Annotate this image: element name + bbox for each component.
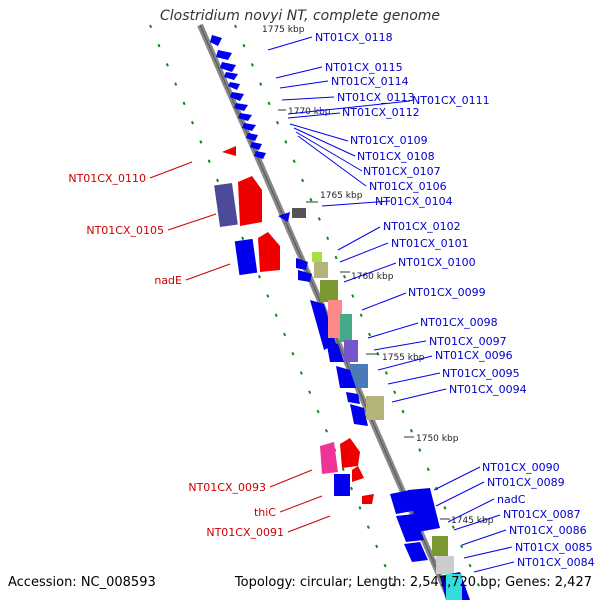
gene-label-0108: NT01CX_0108 — [357, 150, 435, 163]
accession-text: Accession: NC_008593 — [8, 575, 156, 590]
scale-label-1765: 1765 kbp — [320, 191, 363, 201]
gene-block-nade-b — [258, 232, 280, 272]
gene-label-0091: NT01CX_0091 — [206, 526, 284, 539]
gene-block-0105a — [214, 182, 238, 228]
gene-arrow-0110 — [222, 146, 236, 156]
gene-block-thic-a — [340, 438, 360, 468]
scale-label-1760: 1760 kbp — [351, 272, 394, 282]
gene-label-0090: NT01CX_0090 — [482, 461, 560, 474]
gene-label-0085: NT01CX_0085 — [515, 541, 593, 554]
gene-label-0114: NT01CX_0114 — [331, 75, 409, 88]
scale-label-1750: 1750 kbp — [416, 434, 459, 444]
gene-label-nade: nadE — [154, 274, 182, 287]
connectors-left — [149, 161, 331, 533]
labels-left: NT01CX_0110 NT01CX_0105 nadE NT01CX_0093… — [68, 172, 284, 539]
gene-label-0093: NT01CX_0093 — [188, 481, 266, 494]
scale-label-1775: 1775 kbp — [262, 25, 305, 35]
gene-label-0102: NT01CX_0102 — [383, 220, 461, 233]
gene-label-0086: NT01CX_0086 — [509, 524, 587, 537]
gene-label-thic: thiC — [254, 506, 276, 519]
gene-block-0104b — [292, 208, 306, 218]
genome-summary-text: Topology: circular; Length: 2,547,720 bp… — [234, 575, 592, 590]
gene-block-0105b — [238, 176, 262, 226]
gene-label-0096: NT01CX_0096 — [435, 349, 513, 362]
gene-label-0113: NT01CX_0113 — [337, 91, 415, 104]
gene-block-nade-a — [234, 238, 258, 276]
gene-block-thic-c — [352, 466, 364, 482]
gene-label-0106: NT01CX_0106 — [369, 180, 447, 193]
gene-label-0100: NT01CX_0100 — [398, 256, 476, 269]
gene-label-0112: NT01CX_0112 — [342, 106, 420, 119]
gene-label-0107: NT01CX_0107 — [363, 165, 441, 178]
gene-label-0105: NT01CX_0105 — [86, 224, 164, 237]
gene-arrows-bottom — [390, 488, 470, 600]
gene-label-0110: NT01CX_0110 — [68, 172, 146, 185]
gene-label-0095: NT01CX_0095 — [442, 367, 520, 380]
connectors-right — [267, 36, 515, 573]
scale-label-1755: 1755 kbp — [382, 353, 425, 363]
scale-label-1745: 1745 kbp — [451, 516, 494, 526]
gene-label-0118: NT01CX_0118 — [315, 31, 393, 44]
gene-label-0115: NT01CX_0115 — [325, 61, 403, 74]
gene-arrow-0091 — [362, 494, 374, 504]
gene-label-0099: NT01CX_0099 — [408, 286, 486, 299]
map-title: Clostridium novyi NT, complete genome — [159, 8, 441, 24]
gene-label-0111: NT01CX_0111 — [412, 94, 490, 107]
gene-arrow-0104 — [278, 212, 290, 222]
gene-label-0089: NT01CX_0089 — [487, 476, 565, 489]
gene-label-0094: NT01CX_0094 — [449, 383, 527, 396]
gene-label-0109: NT01CX_0109 — [350, 134, 428, 147]
gene-block-thic-b — [334, 474, 350, 496]
labels-right: NT01CX_0118 NT01CX_0115 NT01CX_0114 NT01… — [315, 31, 595, 569]
gene-label-0101: NT01CX_0101 — [391, 237, 469, 250]
gene-label-nadc: nadC — [497, 493, 526, 506]
gene-arrows-top — [210, 35, 266, 159]
gene-block-0093 — [320, 442, 338, 474]
gene-arrows-middle — [296, 252, 384, 426]
gene-label-0084: NT01CX_0084 — [517, 556, 595, 569]
gene-label-0087: NT01CX_0087 — [503, 508, 581, 521]
gene-label-0097: NT01CX_0097 — [429, 335, 507, 348]
gene-label-0104: NT01CX_0104 — [375, 195, 453, 208]
gene-label-0098: NT01CX_0098 — [420, 316, 498, 329]
